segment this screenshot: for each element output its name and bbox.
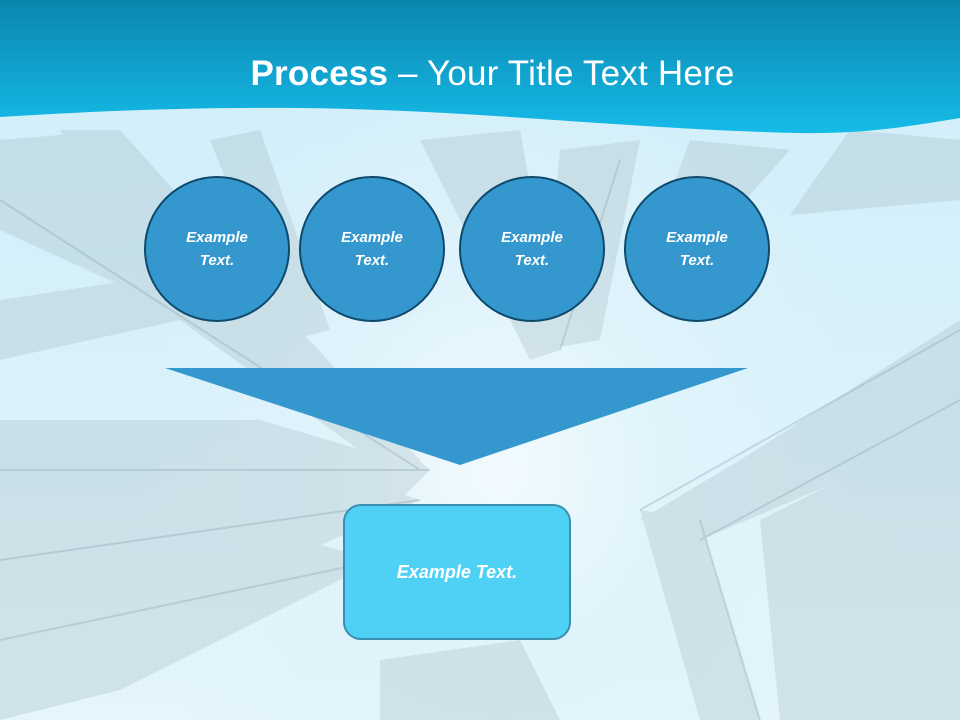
header-band xyxy=(0,0,960,134)
title-separator: – xyxy=(388,54,427,93)
result-box: Example Text. xyxy=(343,504,571,640)
result-box-label: Example Text. xyxy=(396,561,518,582)
title-bold-part: Process xyxy=(250,54,389,93)
slide-title: Process – Your Title Text Here xyxy=(0,52,960,96)
title-regular-part: Your Title Text Here xyxy=(427,54,735,93)
